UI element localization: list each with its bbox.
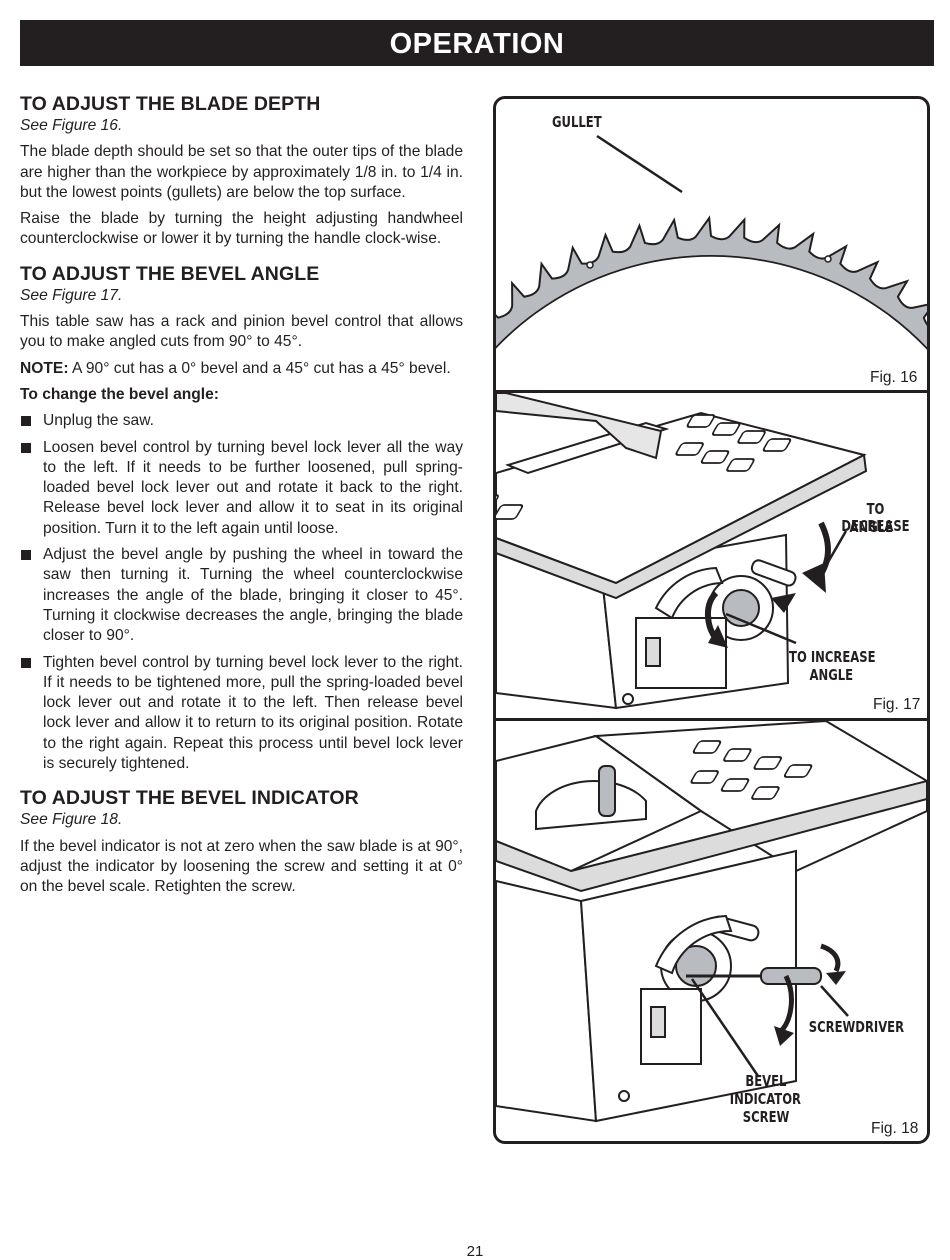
callout-bevel-indicator-screw-line2: INDICATOR — [729, 1090, 802, 1108]
list-item: Tighten bevel control by turning bevel l… — [20, 653, 463, 775]
figure-18-label: Fig. 18 — [871, 1120, 919, 1137]
note-text: A 90° cut has a 0° bevel and a 45° cut h… — [68, 359, 451, 377]
figure-panel: GULLET Fig. 16 — [493, 96, 930, 1144]
table-saw-bevel-illustration — [496, 393, 868, 710]
callout-gullet: GULLET — [552, 113, 602, 131]
bullet-square-icon — [21, 550, 31, 561]
section-banner: OPERATION — [20, 20, 934, 66]
list-item-text: Loosen bevel control by turning bevel lo… — [43, 438, 463, 537]
list-item: Adjust the bevel angle by pushing the wh… — [20, 545, 463, 646]
callout-decrease-angle-line1: TO DECREASE — [841, 500, 910, 535]
heading-blade-depth: TO ADJUST THE BLADE DEPTH — [20, 93, 321, 115]
blade-depth-paragraph-2: Raise the blade by turning the height ad… — [20, 210, 463, 248]
figure-16-label: Fig. 16 — [870, 369, 918, 386]
saw-blade-illustration — [496, 134, 927, 394]
bullet-square-icon — [21, 416, 31, 427]
list-item-text: Tighten bevel control by turning bevel l… — [43, 653, 463, 773]
callout-screwdriver: SCREWDRIVER — [808, 1018, 905, 1036]
callout-bevel-indicator-screw-line3: SCREW — [742, 1108, 790, 1126]
bevel-indicator-paragraph-1: If the bevel indicator is not at zero wh… — [20, 837, 463, 896]
callout-bevel-indicator-screw-line1: BEVEL — [745, 1072, 787, 1090]
figure-17-label: Fig. 17 — [873, 696, 921, 713]
see-figure-18: See Figure 18. — [20, 811, 123, 829]
note-label: NOTE: — [20, 359, 69, 377]
blade-depth-paragraph-1: The blade depth should be set so that th… — [20, 143, 463, 201]
callout-increase-angle-line1: TO INCREASE — [789, 648, 876, 666]
figure-divider — [496, 390, 927, 393]
bevel-note: NOTE: A 90° cut has a 0° bevel and a 45°… — [20, 359, 463, 379]
bevel-indicator-illustration — [496, 721, 927, 1123]
list-item-text: Adjust the bevel angle by pushing the wh… — [43, 546, 463, 645]
text-column: TO ADJUST THE BLADE DEPTH See Figure 16.… — [20, 92, 463, 904]
figure-divider — [496, 718, 927, 721]
bullet-square-icon — [21, 657, 31, 668]
heading-bevel-indicator: TO ADJUST THE BEVEL INDICATOR — [20, 787, 359, 810]
heading-bevel-angle: TO ADJUST THE BEVEL ANGLE — [20, 262, 320, 285]
see-figure-16: See Figure 16. — [20, 117, 123, 134]
callout-increase-angle-line2: ANGLE — [809, 666, 854, 684]
bullet-square-icon — [21, 442, 31, 453]
see-figure-17: See Figure 17. — [20, 286, 123, 304]
bevel-angle-paragraph-1: This table saw has a rack and pinion bev… — [20, 313, 463, 351]
page-number: 21 — [466, 1243, 484, 1260]
list-item: Loosen bevel control by turning bevel lo… — [20, 438, 463, 539]
bevel-subheading: To change the bevel angle: — [20, 385, 220, 403]
list-item: Unplug the saw. — [20, 411, 463, 431]
list-item-text: Unplug the saw. — [43, 412, 154, 430]
callout-decrease-angle-line2: ANGLE — [849, 518, 894, 536]
